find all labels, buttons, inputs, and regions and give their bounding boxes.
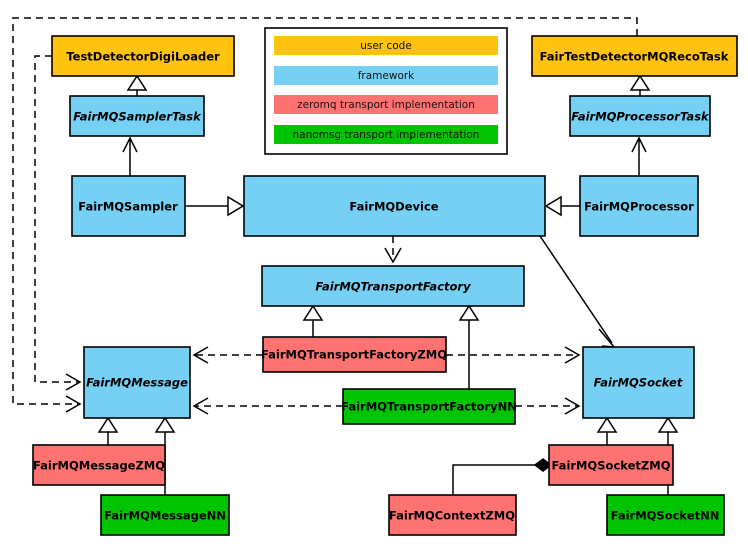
node-fairmqtransportfactorynn[interactable]: FairMQTransportFactoryNN (341, 388, 517, 425)
edge-sampler-to-samplertask (122, 136, 138, 176)
edge-socketzmq-to-socket (596, 416, 618, 445)
node-box[interactable] (548, 444, 674, 486)
edge-factoryzmq-to-message (192, 346, 263, 364)
edge-factorynn-to-factory (458, 304, 480, 389)
legend-swatch-nanomsg (274, 125, 498, 144)
node-box[interactable] (388, 494, 517, 536)
legend-swatch-zeromq (274, 95, 498, 114)
node-fairmqmessagenn[interactable]: FairMQMessageNN (100, 494, 230, 536)
edge-sampler-to-device (185, 195, 245, 217)
edge-device-to-transportfactory (384, 236, 402, 264)
legend-item-framework: framework (274, 66, 498, 85)
node-box[interactable] (243, 175, 546, 237)
node-box[interactable] (261, 265, 525, 307)
nodes-layer: TestDetectorDigiLoader FairTestDetectorM… (32, 35, 738, 536)
node-fairmqsocketzmq[interactable]: FairMQSocketZMQ (548, 444, 674, 486)
node-label: FairMQSocketNN (611, 509, 720, 523)
node-fairmqprocessor[interactable]: FairMQProcessor (579, 175, 699, 237)
edge-device-to-socket (539, 235, 616, 348)
node-fairmqtransportfactoryzmq[interactable]: FairMQTransportFactoryZMQ (261, 336, 447, 373)
node-label: FairMQProcessorTask (571, 110, 710, 124)
edge-samplertask-to-digiloader (126, 74, 148, 96)
node-fairmqprocessortask[interactable]: FairMQProcessorTask (569, 95, 711, 137)
node-label: FairMQContextZMQ (389, 509, 515, 523)
node-label: FairMQSamplerTask (73, 110, 202, 124)
legend-swatch-framework (274, 66, 498, 85)
legend-item-user-code: user code (274, 36, 498, 55)
node-label: FairTestDetectorMQRecoTask (540, 50, 729, 64)
node-box[interactable] (262, 336, 447, 373)
node-box[interactable] (51, 35, 235, 77)
node-box[interactable] (83, 346, 191, 419)
legend-label: zeromq transport implementation (297, 99, 475, 111)
node-label: FairMQTransportFactory (315, 280, 471, 294)
node-fairmqdevice[interactable]: FairMQDevice (243, 175, 546, 237)
edge-factoryzmq-to-socket (446, 346, 581, 364)
node-label: FairMQTransportFactoryZMQ (261, 348, 447, 362)
edge-recotask-to-message (12, 17, 638, 413)
edge-factorynn-to-message (192, 397, 343, 415)
legend-label: framework (358, 70, 415, 82)
node-box[interactable] (606, 494, 725, 536)
node-fairmqtransportfactory[interactable]: FairMQTransportFactory (261, 265, 525, 307)
node-fairmqsocket[interactable]: FairMQSocket (582, 346, 695, 419)
node-box[interactable] (342, 388, 516, 425)
legend-label: nanomsg transport implementation (293, 129, 480, 141)
node-fairmqmessagezmq[interactable]: FairMQMessageZMQ (32, 444, 166, 486)
node-label: FairMQProcessor (584, 200, 694, 214)
edge-factoryzmq-to-factory (302, 304, 324, 337)
node-label: FairMQMessageZMQ (33, 459, 165, 473)
edge-processor-to-device (544, 195, 580, 217)
node-fairmqmessage[interactable]: FairMQMessage (83, 346, 191, 419)
node-box[interactable] (71, 175, 186, 237)
edge-processor-to-processortask (631, 136, 647, 176)
legend-item-zeromq: zeromq transport implementation (274, 95, 498, 114)
node-box[interactable] (579, 175, 699, 237)
edge-factorynn-to-socket (515, 397, 581, 415)
node-box[interactable] (531, 35, 738, 77)
node-label: FairMQTransportFactoryNN (341, 400, 517, 414)
edge-contextzmq-to-socketzmq (452, 458, 553, 495)
legend-label: user code (360, 40, 412, 52)
node-box[interactable] (100, 494, 230, 536)
node-box[interactable] (569, 95, 711, 137)
node-box[interactable] (32, 444, 166, 486)
node-box[interactable] (69, 95, 205, 137)
node-fairmqsamplertask[interactable]: FairMQSamplerTask (69, 95, 205, 137)
edge-messagezmq-to-message (97, 416, 119, 445)
node-label: TestDetectorDigiLoader (66, 50, 220, 64)
node-fairmqsampler[interactable]: FairMQSampler (71, 175, 186, 237)
node-label: FairMQMessageNN (104, 509, 226, 523)
node-testdetectordigiloader[interactable]: TestDetectorDigiLoader (51, 35, 235, 77)
node-fairtestdetectormqrecotask[interactable]: FairTestDetectorMQRecoTask (531, 35, 738, 77)
legend: user code framework zeromq transport imp… (264, 27, 508, 155)
legend-swatch-user-code (274, 36, 498, 55)
node-box[interactable] (582, 346, 695, 419)
node-label: FairMQDevice (349, 200, 438, 214)
edge-processortask-to-recotask (629, 74, 651, 96)
node-label: FairMQSampler (78, 200, 178, 214)
node-label: FairMQMessage (86, 376, 188, 390)
legend-item-nanomsg: nanomsg transport implementation (274, 125, 498, 144)
node-fairmqcontextzmq[interactable]: FairMQContextZMQ (388, 494, 517, 536)
node-label: FairMQSocketZMQ (552, 459, 671, 473)
node-fairmqsocketnn[interactable]: FairMQSocketNN (606, 494, 725, 536)
edge-digiloader-to-message (34, 55, 82, 391)
node-label: FairMQSocket (594, 376, 683, 390)
